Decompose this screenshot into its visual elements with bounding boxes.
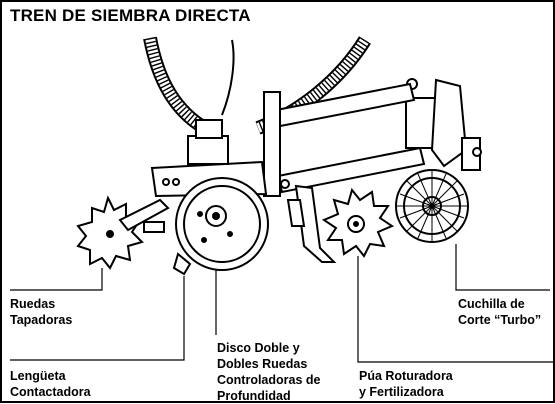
label-disco-line3: Controladoras de: [217, 373, 321, 387]
diagram-title: TREN DE SIEMBRA DIRECTA: [10, 6, 251, 25]
label-ruedas-line2: Tapadoras: [10, 313, 73, 327]
label-disco-line2: Dobles Ruedas: [217, 357, 308, 371]
label-pua-line2: y Fertilizadora: [359, 385, 444, 399]
label-pua-line1: Púa Roturadora: [359, 369, 453, 383]
turbo-coulter: [395, 169, 469, 243]
closing-wheel: [76, 195, 144, 270]
depth-wheel: [175, 177, 269, 271]
closing-wheel-arm: [118, 198, 170, 233]
label-lengueta-line1: Lengüeta: [10, 369, 66, 383]
label-disco-line1: Disco Doble y: [217, 341, 300, 355]
seed-hose: [143, 36, 212, 137]
parallel-linkage: [263, 82, 426, 197]
label-disco-doble: Disco Doble y Dobles Ruedas Controladora…: [217, 340, 321, 404]
label-pua-roturadora: Púa Roturadora y Fertilizadora: [359, 368, 453, 400]
seed-firmer-tongue: [172, 252, 192, 276]
label-lengueta-line2: Contactadora: [10, 385, 91, 399]
label-disco-line4: Profundidad: [217, 389, 291, 403]
label-cuchilla-line2: Corte “Turbo”: [458, 313, 542, 327]
label-cuchilla-turbo: Cuchilla de Corte “Turbo”: [458, 296, 541, 328]
leader-lines: [10, 244, 555, 363]
label-lengueta-contactadora: Lengüeta Contactadora: [10, 368, 91, 400]
label-cuchilla-line1: Cuchilla de: [458, 297, 525, 311]
label-ruedas-tapadoras: Ruedas Tapadoras: [10, 296, 72, 328]
row-cleaner-wheel: [321, 187, 395, 258]
subsoiler-shank: [286, 184, 337, 263]
label-ruedas-line1: Ruedas: [10, 297, 56, 311]
